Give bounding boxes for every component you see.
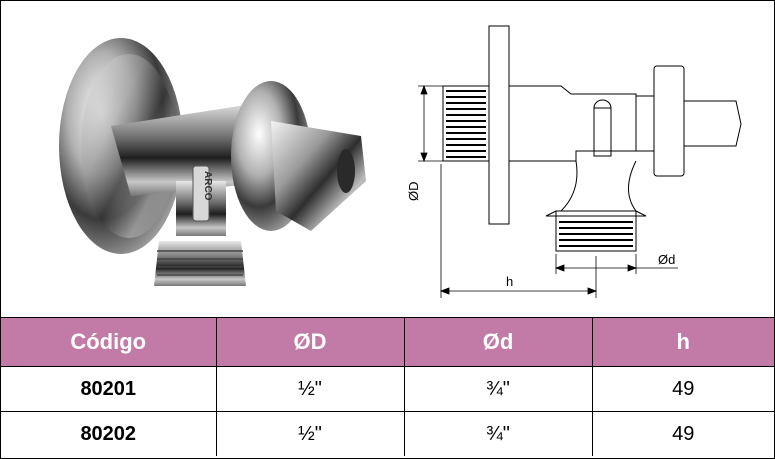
cell-h: 49 xyxy=(591,366,774,412)
product-figure: ARCO xyxy=(1,1,774,318)
spec-table: Código ØD Ød h 80201 ½" ¾" 49 80202 ½" ¾… xyxy=(1,318,774,456)
label-OD: ØD xyxy=(406,182,421,202)
label-od: Ød xyxy=(658,252,675,267)
valve-photo: ARCO xyxy=(59,38,366,286)
header-code: Código xyxy=(1,318,217,367)
drawing-flange xyxy=(488,25,510,225)
cell-h: 49 xyxy=(591,411,774,456)
header-OD: ØD xyxy=(215,318,405,367)
label-h: h xyxy=(506,274,513,289)
technical-drawing: ØD h Ød xyxy=(406,25,742,298)
table-header-row: Código ØD Ød h xyxy=(1,318,774,367)
cell-OD: ½" xyxy=(215,366,405,412)
header-od: Ød xyxy=(403,318,593,367)
table-row: 80202 ½" ¾" 49 xyxy=(1,411,774,456)
header-h: h xyxy=(591,318,774,367)
cell-od: ¾" xyxy=(403,411,593,456)
table-row: 80201 ½" ¾" 49 xyxy=(1,366,774,412)
drawing-knob xyxy=(653,65,685,177)
photo-marking: ARCO xyxy=(202,171,213,201)
cell-code: 80202 xyxy=(1,411,217,456)
drawing-thread-left xyxy=(442,85,490,162)
cell-code: 80201 xyxy=(1,366,217,412)
cell-OD: ½" xyxy=(215,411,405,456)
cell-od: ¾" xyxy=(403,366,593,412)
drawing-thread-bottom xyxy=(555,210,637,252)
